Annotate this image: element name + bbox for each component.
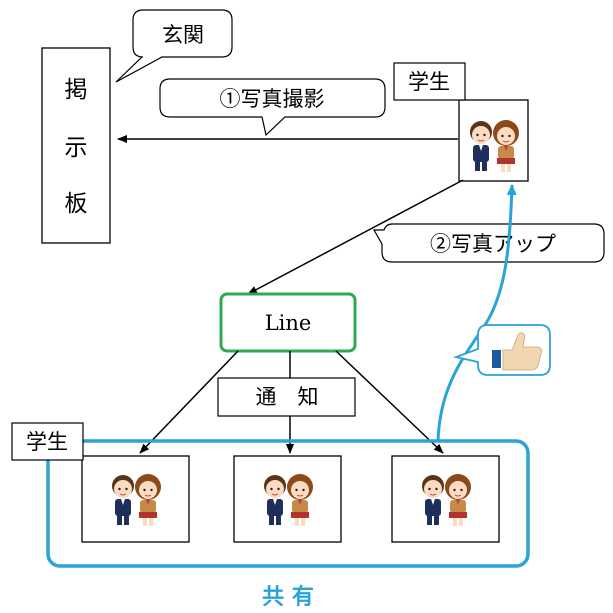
student-card-1 [81, 455, 190, 543]
notify-arrow-right [335, 350, 444, 454]
bulletin-board: 掲 示 板 [41, 47, 111, 244]
upload-callout: ②写真アップ [372, 223, 605, 263]
upload-callout-label: ②写真アップ [430, 232, 556, 256]
notify-box: 通 知 [217, 377, 356, 417]
bulletin-board-char-1: 掲 [65, 77, 88, 103]
notify-label: 通 知 [256, 385, 319, 409]
student-group: 学生 [11, 422, 530, 568]
upload-arrow [247, 179, 464, 295]
entrance-callout: 玄関 [115, 9, 233, 83]
student-group-label-box [11, 422, 84, 461]
entrance-label: 玄関 [162, 23, 204, 47]
student-top: 学生 [393, 62, 529, 182]
line-label: Line [265, 311, 312, 335]
photo-callout-label: ①写真撮影 [220, 87, 325, 111]
bulletin-board-char-3: 板 [65, 191, 88, 217]
student-top-label-box [393, 62, 466, 101]
share-arrow [436, 184, 517, 442]
photo-callout: ①写真撮影 [159, 78, 386, 137]
shared-label: 共 有 [262, 584, 314, 610]
student-card-2 [233, 455, 342, 543]
student-top-label: 学生 [408, 70, 450, 94]
student-card-3 [391, 455, 500, 543]
bulletin-board-char-2: 示 [65, 135, 88, 161]
notify-arrow-left [139, 350, 239, 454]
line-box: Line [219, 292, 357, 353]
like-callout [452, 324, 551, 376]
thumbs-up-icon [492, 332, 542, 371]
student-group-label: 学生 [26, 430, 68, 454]
shared-group-frame [46, 439, 530, 568]
